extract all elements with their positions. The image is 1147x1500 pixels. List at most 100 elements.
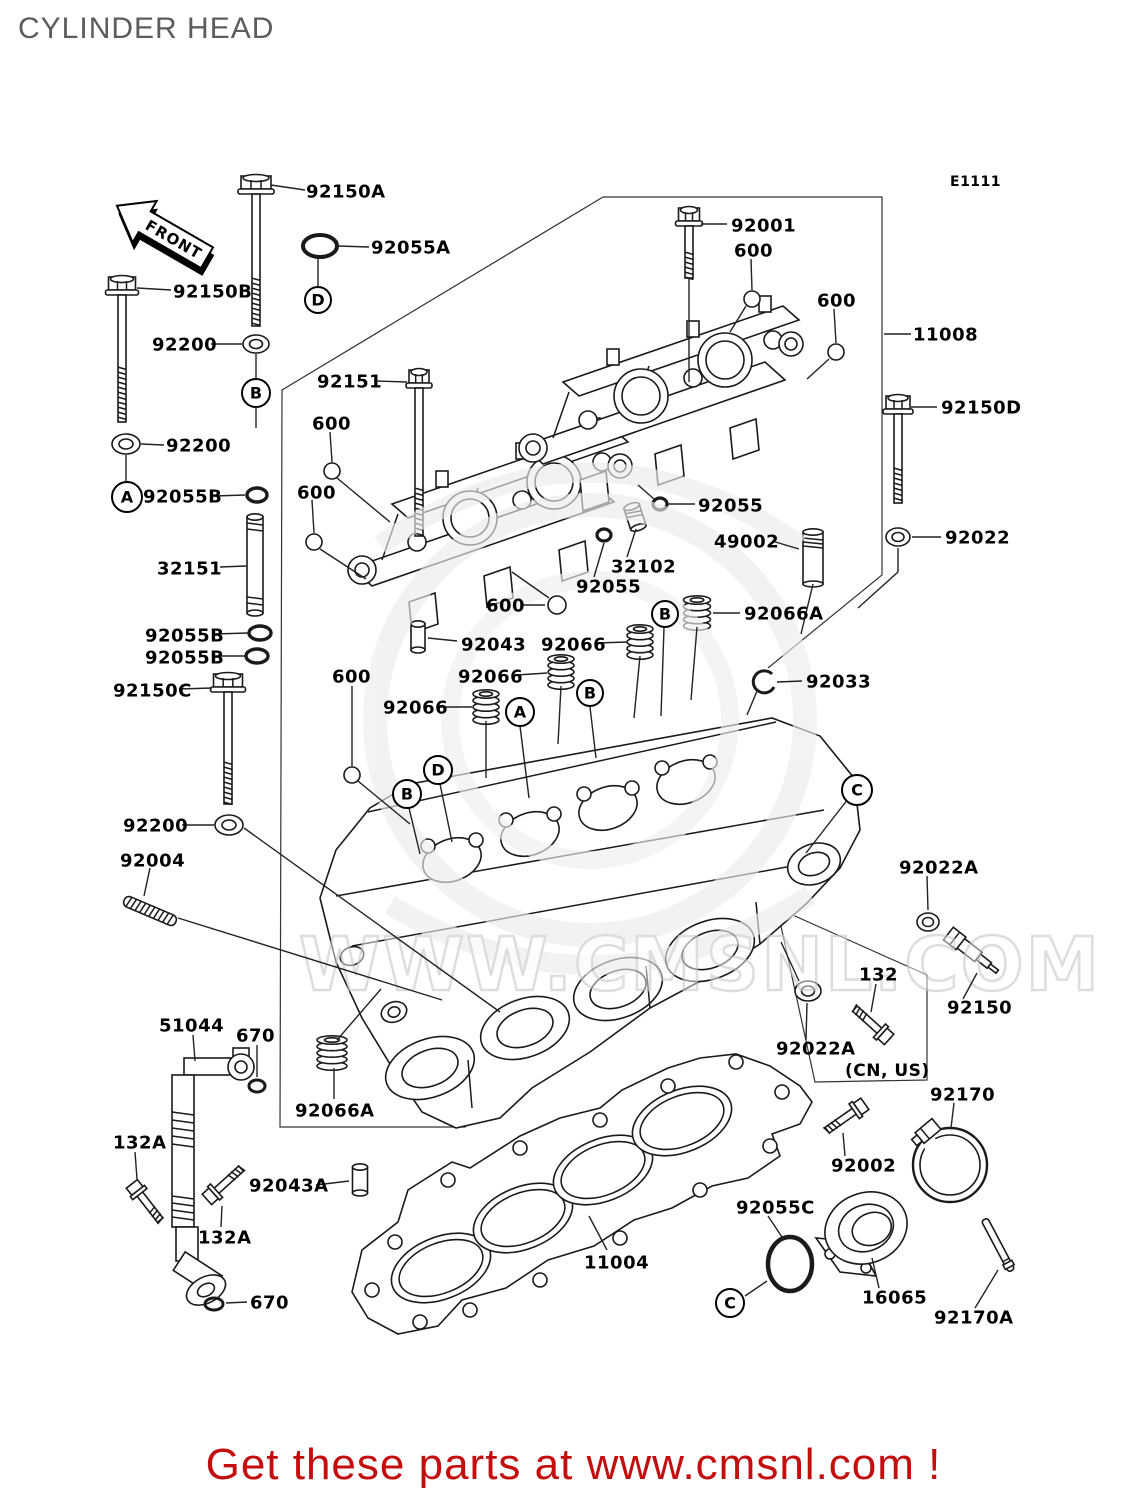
washer-92200-2 xyxy=(111,433,141,455)
leader-line xyxy=(805,798,849,854)
leader-line xyxy=(519,725,530,799)
label-11008: 11008 xyxy=(913,324,978,345)
callout-d-7: D xyxy=(423,755,453,785)
label-92170a: 92170A xyxy=(934,1307,1014,1328)
label-region-note: (CN, US) xyxy=(845,1061,930,1081)
stud-92004 xyxy=(122,895,178,927)
bolt-132a-1 xyxy=(125,1178,165,1225)
label-92066-right: 92066 xyxy=(541,634,606,655)
label-92150b: 92150B xyxy=(173,281,252,302)
leader-line xyxy=(311,499,315,534)
bolt-92150b xyxy=(104,274,140,423)
svg-text:B: B xyxy=(401,785,413,804)
leader-line xyxy=(750,258,753,291)
leader-line xyxy=(439,783,453,843)
leader-line xyxy=(780,941,800,982)
leader-line xyxy=(219,565,247,568)
oring-92055-2 xyxy=(595,527,613,543)
label-92055-2: 92055 xyxy=(576,576,641,597)
svg-text:B: B xyxy=(584,684,596,703)
bolt-92150d xyxy=(882,393,914,504)
svg-text:D: D xyxy=(431,761,444,780)
leader-line xyxy=(427,637,458,642)
oring-670-1 xyxy=(247,1078,267,1094)
label-92066a-2: 92066A xyxy=(295,1100,375,1121)
callout-c-8: C xyxy=(841,774,873,806)
bolt-132 xyxy=(851,1003,895,1046)
leader-line xyxy=(136,287,172,291)
label-600-2: 600 xyxy=(297,482,336,503)
bolt-92001 xyxy=(674,205,704,281)
leader-line xyxy=(950,1102,955,1129)
gasket-holes xyxy=(364,1054,790,1330)
label-92002: 92002 xyxy=(831,1155,896,1176)
leader-line xyxy=(375,380,408,383)
callout-b-4: B xyxy=(651,600,679,628)
leader-line xyxy=(633,655,641,719)
leader-line xyxy=(596,641,628,644)
leader-line xyxy=(213,494,246,497)
leader-line xyxy=(842,1132,846,1157)
box-cn-us xyxy=(776,907,928,1083)
callout-c-9: C xyxy=(715,1288,745,1318)
marker-600-1 xyxy=(323,462,341,480)
label-11004: 11004 xyxy=(584,1252,649,1273)
leader-line xyxy=(192,1034,196,1062)
label-92043a: 92043A xyxy=(249,1175,329,1196)
clip-92033 xyxy=(751,669,776,695)
leader-line xyxy=(767,1215,785,1241)
bolt-92150a xyxy=(237,173,275,327)
leader-line xyxy=(319,548,367,580)
leader-line xyxy=(557,685,562,745)
label-92022a-1: 92022A xyxy=(899,857,979,878)
spring-92066-right xyxy=(626,623,654,660)
label-16065: 16065 xyxy=(862,1287,927,1308)
label-132a-1: 132A xyxy=(113,1132,167,1153)
oil-pipe-51044 xyxy=(171,1047,255,1306)
svg-text:B: B xyxy=(659,605,671,624)
bolt-132a-2 xyxy=(201,1164,246,1206)
spring-92066-left xyxy=(472,688,500,725)
spring-92066-mid xyxy=(547,653,575,690)
label-32151: 32151 xyxy=(157,558,222,579)
label-92066-mid: 92066 xyxy=(458,666,523,687)
leader-line xyxy=(806,358,830,380)
leader-line xyxy=(178,687,213,690)
label-92150: 92150 xyxy=(947,997,1012,1018)
leader-line xyxy=(871,1257,880,1289)
parts-layer xyxy=(104,173,1016,1312)
label-92055b-1: 92055B xyxy=(143,486,222,507)
label-600-3: 600 xyxy=(332,666,371,687)
label-92200-2: 92200 xyxy=(166,435,231,456)
callout-b-5: B xyxy=(576,679,604,707)
leader-line xyxy=(729,305,747,333)
leader-line xyxy=(805,1002,808,1041)
leader-line xyxy=(315,1180,350,1186)
svg-text:C: C xyxy=(851,781,863,800)
label-670-1: 670 xyxy=(236,1025,275,1046)
gasket-bores xyxy=(390,1085,733,1304)
leader-line xyxy=(357,780,411,825)
leader-line xyxy=(800,583,814,635)
label-92151: 92151 xyxy=(317,371,382,392)
leader-line xyxy=(134,1151,138,1180)
oring-92055b-2 xyxy=(247,624,273,642)
label-92066a-1: 92066A xyxy=(744,603,824,624)
leader-line xyxy=(962,972,978,1000)
svg-text:C: C xyxy=(724,1294,736,1313)
leader-line xyxy=(926,875,929,911)
leader-line xyxy=(270,184,306,191)
label-92001: 92001 xyxy=(731,215,796,236)
label-32102: 32102 xyxy=(611,556,676,577)
label-92055a: 92055A xyxy=(371,237,451,258)
leader-line xyxy=(329,431,333,463)
oring-92055b-1 xyxy=(245,486,269,504)
leader-line xyxy=(870,983,877,1013)
marker-600-2 xyxy=(305,533,323,551)
label-92055c: 92055C xyxy=(736,1197,815,1218)
label-92170: 92170 xyxy=(930,1084,995,1105)
leader-line xyxy=(588,1215,608,1251)
leader-line xyxy=(589,706,597,759)
bracket-11008-right xyxy=(603,196,883,669)
